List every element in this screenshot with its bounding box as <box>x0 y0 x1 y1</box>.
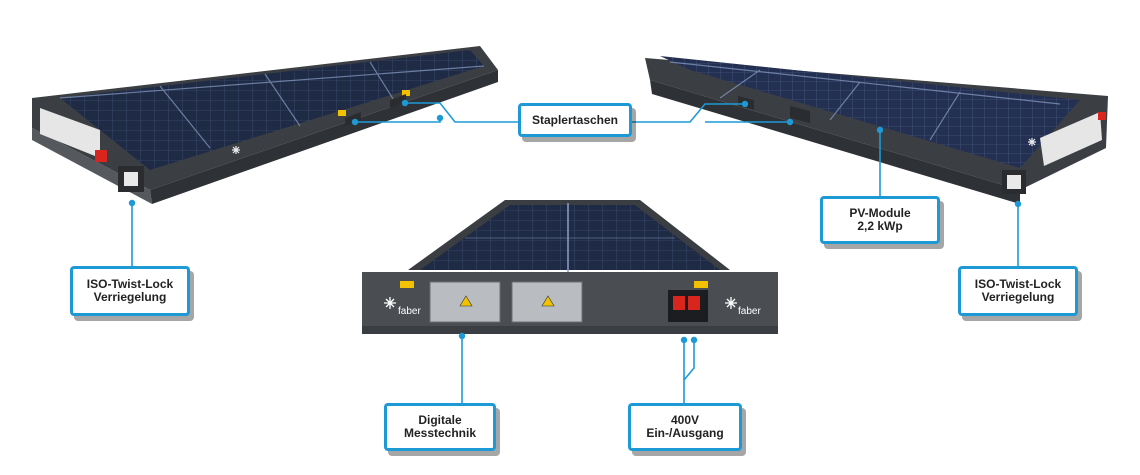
callout-iso-twist-lock-right: ISO-Twist-Lock Verriegelung <box>958 266 1078 316</box>
sun-logo-icon <box>384 297 737 309</box>
faber-logo-left: faber <box>398 306 421 317</box>
sun-logo-icon <box>232 146 240 154</box>
callout-line: 400V <box>670 413 700 427</box>
callout-pv-module: PV-Module 2,2 kWp <box>820 196 940 244</box>
callout-leader-dots <box>128 99 1022 344</box>
callout-line: Staplertaschen <box>531 112 619 127</box>
callout-line: 2,2 kWp <box>857 219 903 233</box>
callout-line: Verriegelung <box>93 290 167 304</box>
faber-logo-right: faber <box>738 306 761 317</box>
callout-400v-ein-ausgang: 400V Ein-/Ausgang <box>628 403 742 451</box>
callout-line: Messtechnik <box>403 426 477 440</box>
center-solar-container <box>362 200 778 334</box>
callout-leaders <box>131 102 1019 404</box>
callout-line: PV-Module <box>849 206 911 220</box>
right-solar-container <box>645 56 1108 204</box>
callout-staplertaschen: Staplertaschen <box>518 103 632 137</box>
callout-line: ISO-Twist-Lock <box>974 277 1062 291</box>
callout-line: ISO-Twist-Lock <box>86 277 174 291</box>
callout-line: Verriegelung <box>981 290 1055 304</box>
callout-line: Digitale <box>418 413 462 427</box>
callout-iso-twist-lock-left: ISO-Twist-Lock Verriegelung <box>70 266 190 316</box>
callout-digitale-messtechnik: Digitale Messtechnik <box>384 403 496 451</box>
sun-logo-icon <box>1028 138 1036 146</box>
left-solar-container <box>32 46 498 204</box>
callout-line: Ein-/Ausgang <box>646 426 724 440</box>
